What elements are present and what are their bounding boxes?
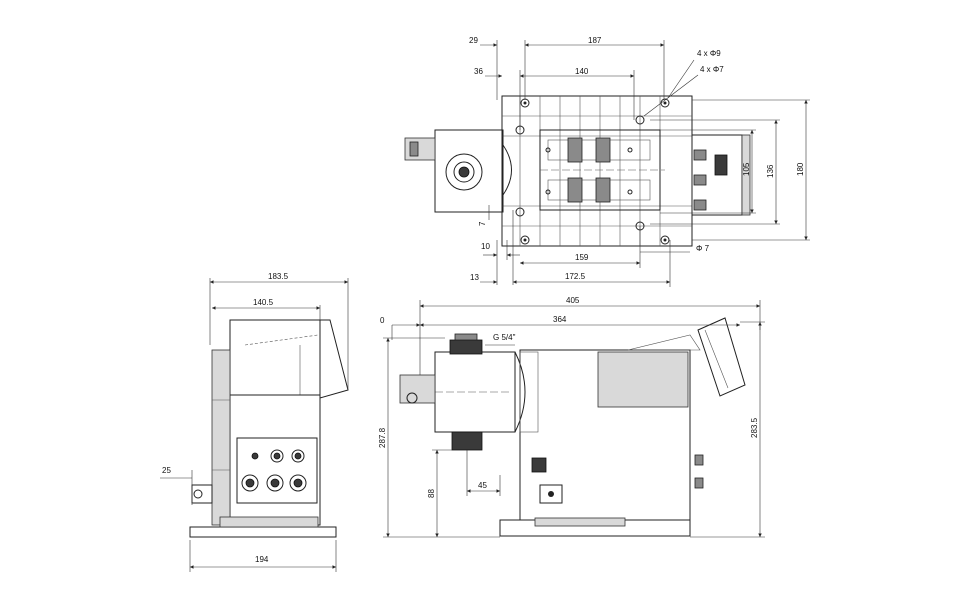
front-outlet-fitting xyxy=(449,339,483,355)
top-view: 29 187 36 140 4 x Φ9 4 x Φ7 180 136 105 … xyxy=(404,36,810,287)
dim-183-5: 183.5 xyxy=(268,272,289,281)
dim-172-5: 172.5 xyxy=(565,272,586,281)
side-base xyxy=(189,526,337,538)
top-rib-grid xyxy=(502,96,692,246)
side-left-cover xyxy=(211,349,231,526)
dim-136: 136 xyxy=(766,164,775,178)
dim-194: 194 xyxy=(255,555,269,564)
dim-140: 140 xyxy=(575,67,589,76)
side-body xyxy=(229,394,321,526)
dim-25: 25 xyxy=(162,466,171,475)
side-hood xyxy=(229,319,321,396)
dim-187: 187 xyxy=(588,36,602,45)
top-clamp-2 xyxy=(595,137,611,163)
dim-10: 10 xyxy=(481,242,490,251)
top-cable-gland xyxy=(404,137,436,161)
side-hood-tilt xyxy=(319,319,349,399)
label-holes-phi9: 4 x Φ9 xyxy=(697,49,721,58)
dim-140-5: 140.5 xyxy=(253,298,274,307)
side-terminal-panel xyxy=(236,437,318,504)
top-clamp-4 xyxy=(595,177,611,203)
dim-45: 45 xyxy=(478,481,487,490)
front-top-panel xyxy=(597,351,689,408)
dim-88: 88 xyxy=(427,489,436,498)
front-valve-block xyxy=(539,484,563,504)
front-view: 405 0 364 G 5/4" 287.8 283.5 88 45 xyxy=(378,296,765,538)
dim-36: 36 xyxy=(474,67,483,76)
top-pump-body xyxy=(434,129,504,213)
side-terminals xyxy=(241,449,307,492)
front-display xyxy=(697,317,746,397)
dim-287-8: 287.8 xyxy=(378,427,387,448)
front-cable-gland xyxy=(399,374,436,404)
dim-283-5: 283.5 xyxy=(750,417,759,438)
top-base-plate xyxy=(501,95,693,247)
dim-405: 405 xyxy=(566,296,580,305)
dim-phi7: Φ 7 xyxy=(696,244,710,253)
dim-29: 29 xyxy=(469,36,478,45)
dim-364: 364 xyxy=(553,315,567,324)
dim-13: 13 xyxy=(470,273,479,282)
dim-105: 105 xyxy=(742,162,751,176)
top-mount-holes xyxy=(515,98,670,245)
top-clamp-1 xyxy=(567,137,583,163)
dim-7: 7 xyxy=(478,221,487,226)
front-warning-label xyxy=(531,457,547,473)
front-inlet-fitting xyxy=(451,431,483,451)
dim-180: 180 xyxy=(796,162,805,176)
top-pump-flange xyxy=(445,153,483,191)
side-view: 183.5 140.5 25 194 xyxy=(160,272,349,572)
label-holes-phi7: 4 x Φ7 xyxy=(700,65,724,74)
dim-159: 159 xyxy=(575,253,589,262)
dim-0: 0 xyxy=(380,316,385,325)
label-thread-g54: G 5/4" xyxy=(493,333,516,342)
top-clamp-3 xyxy=(567,177,583,203)
